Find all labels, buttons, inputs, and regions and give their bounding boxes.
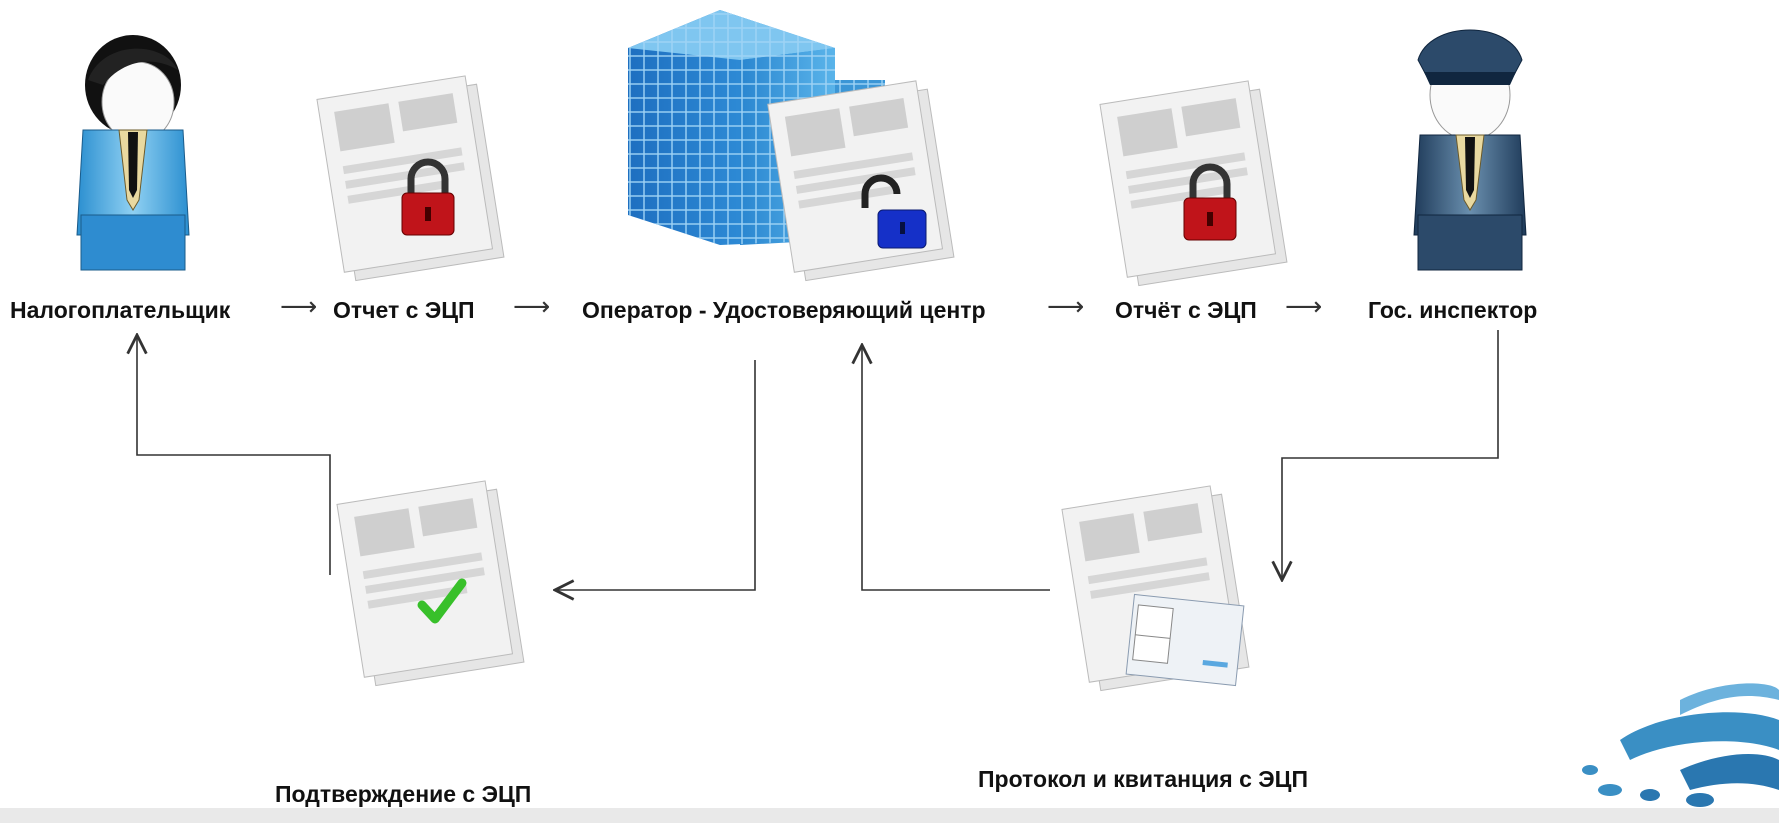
receipt-icon	[1125, 593, 1245, 687]
node-confirmation-label: Подтверждение с ЭЦП	[275, 781, 532, 807]
node-protocol-label: Протокол и квитанция с ЭЦП	[978, 766, 1308, 792]
lock-icon	[1183, 163, 1237, 241]
node-operator-label: Оператор - Удостоверяющий центр	[582, 297, 986, 323]
unlocked-document-icon	[767, 80, 955, 282]
footer-band	[0, 808, 1779, 823]
checked-document-icon	[336, 480, 525, 687]
connector-protocol-to-operator	[862, 345, 1050, 591]
node-report-2-label: Отчёт с ЭЦП	[1115, 297, 1257, 323]
check-icon	[417, 578, 467, 624]
connector-operator-to-confirmation	[555, 360, 756, 590]
node-inspector-label: Гос. инспектор	[1368, 297, 1538, 323]
connectors	[137, 330, 1499, 591]
inspector-icon	[1413, 29, 1527, 271]
lock-icon	[401, 158, 455, 236]
node-report-label: Отчет с ЭЦП	[333, 297, 475, 323]
person-icon	[76, 35, 190, 271]
connector-confirmation-to-taxpayer	[137, 335, 331, 575]
arrow-icon: ⟶	[280, 292, 318, 322]
unlocked-lock-icon	[861, 174, 927, 249]
connector-inspector-to-protocol	[1282, 330, 1499, 580]
locked-document-icon	[316, 75, 505, 282]
node-taxpayer-label: Налогоплательщик	[10, 297, 231, 323]
arrow-icon: ⟶	[513, 292, 551, 322]
arrow-icon: ⟶	[1285, 292, 1323, 322]
arrow-icon: ⟶	[1047, 292, 1085, 322]
corner-logo	[1582, 683, 1779, 807]
